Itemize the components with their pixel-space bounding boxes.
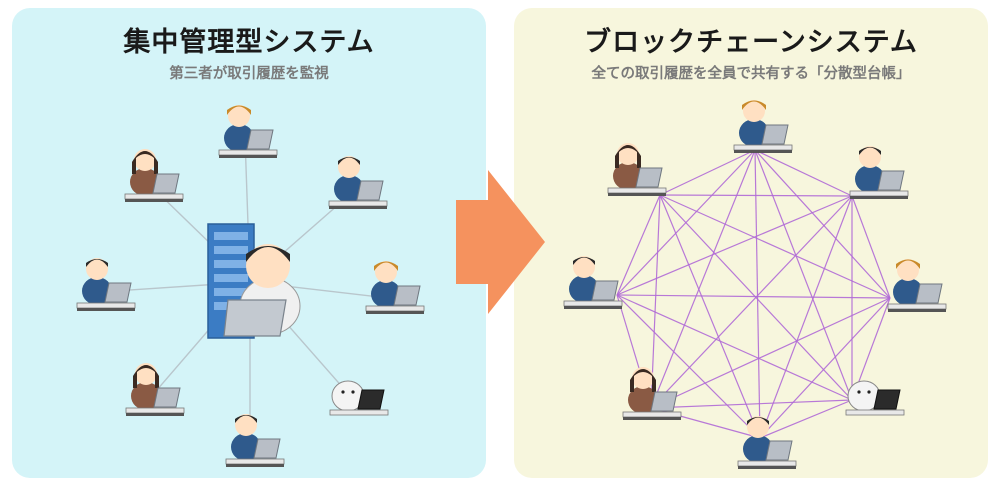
peer-link (759, 195, 853, 439)
peer-link (616, 294, 761, 439)
peer-link (616, 195, 853, 296)
peer-link (754, 149, 761, 439)
peer-link (616, 194, 661, 296)
peer-link (650, 297, 891, 409)
peer-link (616, 294, 891, 299)
peer-link (659, 194, 761, 439)
peer-link (754, 149, 853, 401)
right-node-right (887, 258, 947, 313)
peer-link (650, 399, 853, 409)
peer-links (616, 149, 891, 439)
left-node-lower-right (329, 380, 389, 416)
left-node-top (218, 104, 278, 159)
right-node-top (733, 99, 793, 154)
right-node-upper-left (607, 142, 667, 197)
peer-link (650, 149, 756, 409)
peer-link (759, 297, 891, 439)
left-node-bottom (225, 413, 285, 468)
blockchain-subtitle: 全ての取引履歴を全員で共有する「分散型台帳」 (591, 66, 911, 82)
right-node-left (563, 255, 623, 310)
left-node-lower-left (125, 362, 185, 417)
right-node-lower-left (622, 366, 682, 421)
peer-link (650, 195, 853, 409)
peer-link (851, 195, 891, 299)
peer-link (659, 194, 853, 197)
left-node-upper-right (328, 155, 388, 210)
left-node-right (365, 260, 425, 315)
admin-person-icon (223, 244, 301, 337)
left-node-left (76, 257, 136, 312)
peer-link (754, 149, 891, 299)
right-node-lower-right (845, 380, 905, 416)
peer-link (659, 149, 756, 196)
blockchain-panel: ブロックチェーンシステム 全ての取引履歴を全員で共有する「分散型台帳」 (514, 8, 988, 478)
transition-arrow-icon (456, 170, 545, 314)
peer-link (616, 294, 853, 401)
centralized-title: 集中管理型システム (123, 27, 375, 58)
peer-link (659, 194, 891, 299)
centralized-subtitle: 第三者が取引履歴を監視 (169, 66, 329, 82)
left-node-upper-left (124, 148, 184, 203)
blockchain-title: ブロックチェーンシステム (584, 27, 918, 58)
peer-link (754, 149, 853, 197)
right-node-upper-right (849, 145, 909, 200)
peer-link (759, 399, 853, 439)
